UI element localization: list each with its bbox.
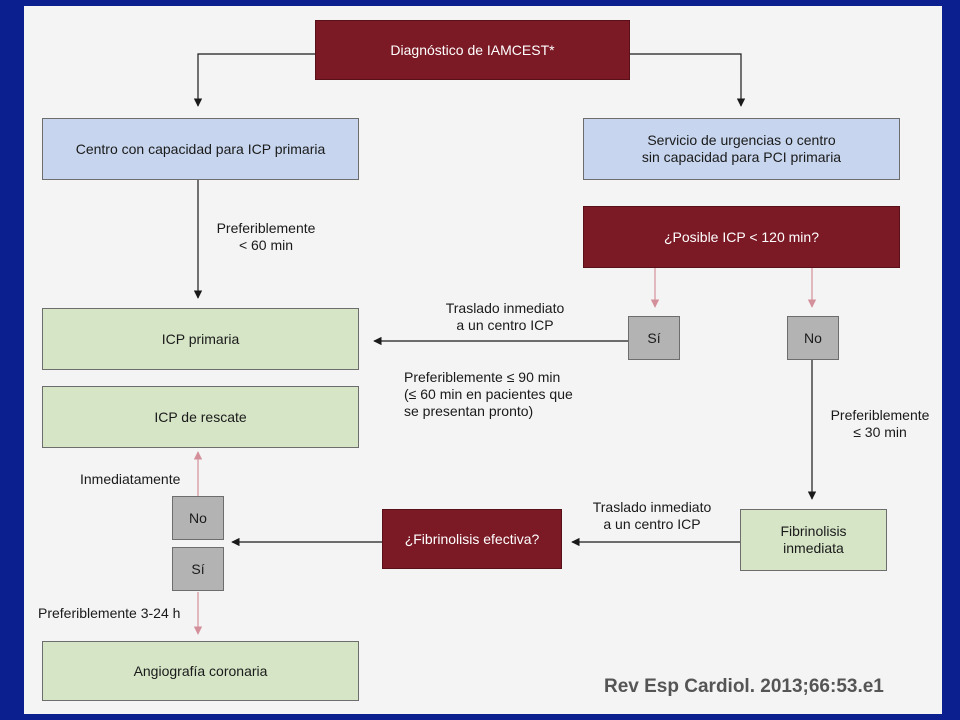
node-no-1: No: [787, 316, 839, 360]
node-si-2: Sí: [172, 547, 224, 591]
arrow-diagnostico-to-servicio: [630, 53, 746, 107]
node-centro-icp: Centro con capacidad para ICP primaria: [42, 118, 359, 180]
node-angiografia: Angiografía coronaria: [42, 641, 359, 701]
label-pref-30: Preferiblemente ≤ 30 min: [830, 407, 930, 440]
label-traslado-2: Traslado inmediato a un centro ICP: [592, 499, 712, 532]
node-posible-icp: ¿Posible ICP < 120 min?: [583, 206, 900, 268]
label-pref-3-24: Preferiblemente 3-24 h: [38, 605, 181, 621]
node-fibrinolisis-inmediata: Fibrinolisis inmediata: [740, 509, 887, 571]
label-pref-90: Preferiblemente ≤ 90 min (≤ 60 min en pa…: [404, 369, 573, 419]
node-servicio-urgencias: Servicio de urgencias o centro sin capac…: [583, 118, 900, 180]
node-si-1: Sí: [628, 316, 680, 360]
label-pref-60: Preferiblemente < 60 min: [216, 220, 316, 253]
node-no-2: No: [172, 496, 224, 540]
label-inmediatamente: Inmediatamente: [80, 471, 181, 487]
citation: Rev Esp Cardiol. 2013;66:53.e1: [604, 676, 884, 697]
node-diagnostico: Diagnóstico de IAMCEST*: [315, 20, 630, 80]
node-icp-rescate: ICP de rescate: [42, 386, 359, 448]
arrow-diagnostico-to-centro-icp: [193, 53, 315, 107]
node-fibrinolisis-efectiva: ¿Fibrinolisis efectiva?: [382, 509, 562, 569]
node-icp-primaria: ICP primaria: [42, 308, 359, 370]
label-traslado-1: Traslado inmediato a un centro ICP: [445, 300, 565, 333]
